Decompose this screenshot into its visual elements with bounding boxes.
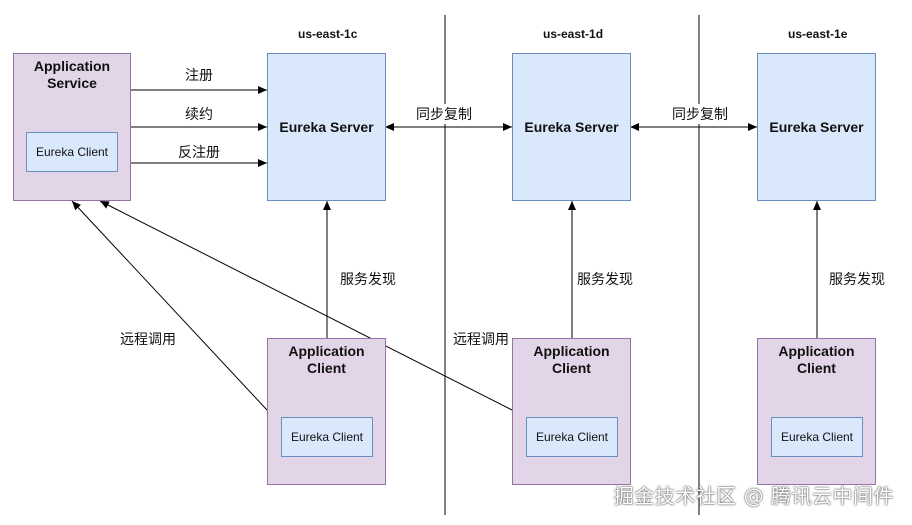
application-client-title-line1: Application: [288, 343, 365, 359]
source-watermark: 掘金技术社区 @ 腾讯云中间件: [613, 484, 894, 508]
application-client-title: Application Client: [513, 343, 630, 377]
application-service-title: Application Service: [14, 58, 130, 92]
application-client-title: Application Client: [268, 343, 385, 377]
remote-call-label-1: 远程调用: [120, 332, 176, 348]
region-label-1c: us-east-1c: [298, 27, 358, 41]
register-label: 注册: [185, 68, 213, 84]
application-client-title-line2: Client: [797, 360, 836, 376]
application-service-box: Application Service Eureka Client: [13, 53, 131, 201]
eureka-client-label: Eureka Client: [780, 430, 854, 444]
discovery-label-3: 服务发现: [829, 272, 885, 288]
remote-call-arrow-1: [71, 200, 268, 411]
remote-call-label-2: 远程调用: [453, 329, 509, 349]
application-client-1c: Application Client Eureka Client: [267, 338, 386, 485]
region-label-1d: us-east-1d: [543, 27, 604, 41]
eureka-client-label: Eureka Client: [35, 145, 109, 159]
eureka-client-label: Eureka Client: [535, 430, 609, 444]
eureka-server-label: Eureka Server: [769, 119, 864, 135]
application-service-title-line1: Application: [33, 58, 111, 74]
eureka-client-label: Eureka Client: [290, 430, 364, 444]
region-label-1e: us-east-1e: [788, 27, 848, 41]
eureka-server-1c: Eureka Server: [267, 53, 386, 201]
discovery-label-1: 服务发现: [340, 272, 396, 288]
application-client-title: Application Client: [758, 343, 875, 377]
application-client-title-line2: Client: [307, 360, 346, 376]
replicate-label-2: 同步复制: [672, 104, 728, 124]
discovery-label-2: 服务发现: [577, 272, 633, 288]
application-service-title-line2: Service: [47, 75, 97, 91]
eureka-client-box: Eureka Client: [771, 417, 863, 457]
replicate-label-1: 同步复制: [416, 104, 472, 124]
eureka-server-1d: Eureka Server: [512, 53, 631, 201]
cancel-label: 反注册: [178, 145, 220, 161]
application-client-1d: Application Client Eureka Client: [512, 338, 631, 485]
application-client-title-line1: Application: [778, 343, 855, 359]
remote-call-arrow-2: [99, 200, 513, 411]
eureka-client-box: Eureka Client: [526, 417, 618, 457]
application-client-title-line1: Application: [533, 343, 610, 359]
eureka-server-1e: Eureka Server: [757, 53, 876, 201]
eureka-client-box: Eureka Client: [281, 417, 373, 457]
eureka-server-label: Eureka Server: [524, 119, 619, 135]
eureka-server-label: Eureka Server: [279, 119, 374, 135]
eureka-client-box: Eureka Client: [26, 132, 118, 172]
application-client-1e: Application Client Eureka Client: [757, 338, 876, 485]
application-client-title-line2: Client: [552, 360, 591, 376]
renew-label: 续约: [185, 107, 213, 123]
